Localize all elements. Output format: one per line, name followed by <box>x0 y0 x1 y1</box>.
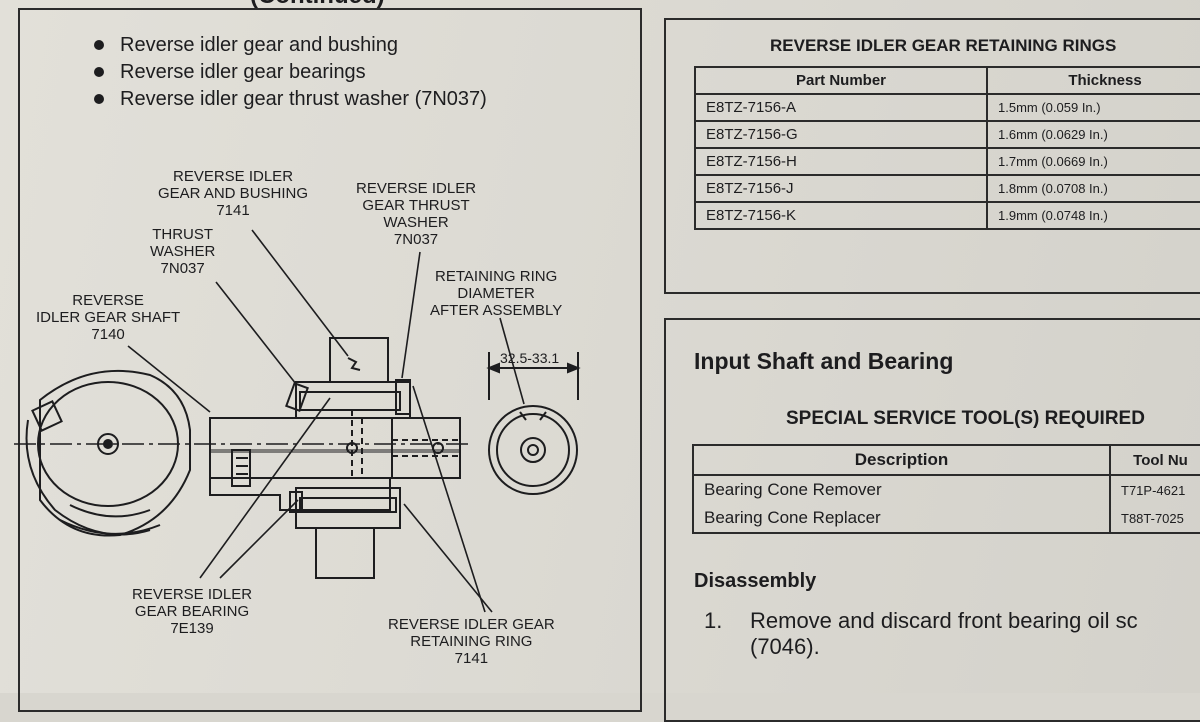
list-item: Reverse idler gear and bushing <box>90 34 487 61</box>
bullet-icon <box>94 94 104 104</box>
list-item: Reverse idler gear thrust washer (7N037) <box>90 88 487 115</box>
tools-table: Description Tool Nu Bearing Cone Remover… <box>692 444 1200 534</box>
col-header-tool-number: Tool Nu <box>1109 444 1200 476</box>
disassembly-heading: Disassembly <box>694 570 817 592</box>
table-header-row: Description Tool Nu <box>692 444 1200 476</box>
removal-bullet-list: Reverse idler gear and bushing Reverse i… <box>90 34 487 115</box>
list-item: Reverse idler gear bearings <box>90 61 487 88</box>
step-text: Remove and discard front bearing oil sc … <box>750 608 1138 659</box>
table-header-row: Part Number Thickness <box>694 66 1200 95</box>
dimension-marker <box>486 352 581 400</box>
idler-shaft-drawing <box>209 417 461 511</box>
large-gear-drawing <box>25 369 191 537</box>
rings-table-title: REVERSE IDLER GEAR RETAINING RINGS <box>770 36 1117 55</box>
lower-gear-drawing <box>289 487 401 579</box>
reverse-idler-gear-diagram <box>14 229 581 613</box>
rings-table-panel <box>664 18 1200 294</box>
col-header-thickness: Thickness <box>986 66 1200 95</box>
bullet-icon <box>94 40 104 50</box>
section-header: (Continued) <box>250 0 385 10</box>
step-number: 1. <box>704 608 723 633</box>
idler-gear-drawing <box>285 337 444 480</box>
col-header-description: Description <box>692 444 1111 476</box>
dimension-label: 32.5-33.1 <box>500 350 560 366</box>
leader-lines <box>127 229 525 613</box>
retaining-ring-view <box>488 405 578 495</box>
section-heading: Input Shaft and Bearing <box>694 348 954 374</box>
bullet-icon <box>94 67 104 77</box>
col-header-part-number: Part Number <box>694 66 988 95</box>
tools-table-title: SPECIAL SERVICE TOOL(S) REQUIRED <box>786 408 1145 429</box>
